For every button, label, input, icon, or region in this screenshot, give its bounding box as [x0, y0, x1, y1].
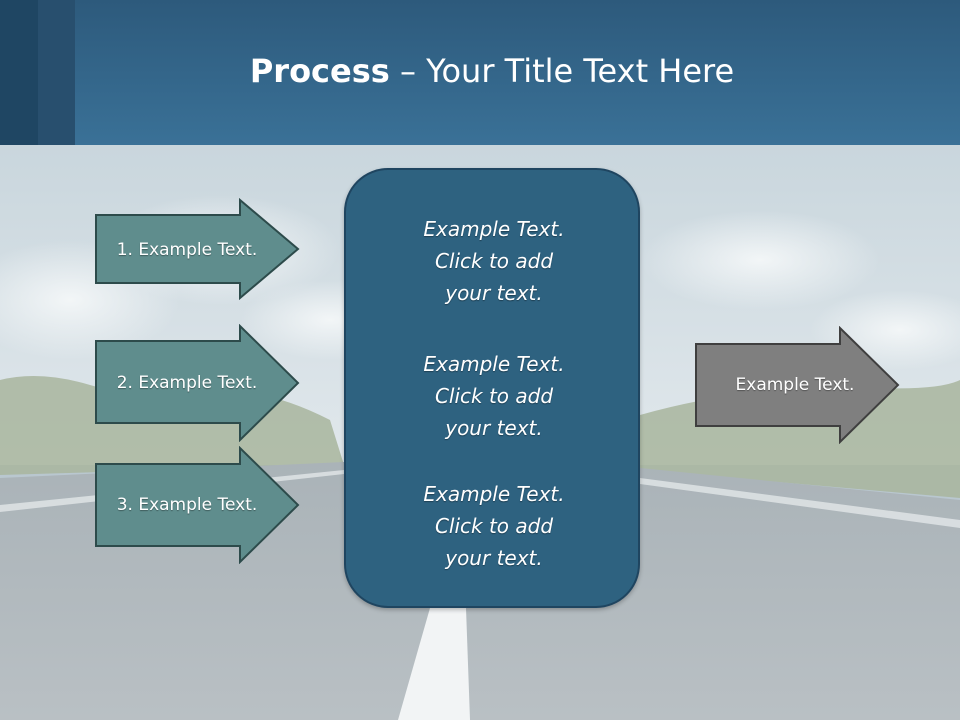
input-step-arrow-3[interactable] — [94, 446, 300, 564]
input-step-arrow-2[interactable] — [94, 324, 300, 442]
header-band — [0, 0, 960, 145]
process-text-line: Example Text. — [423, 352, 565, 376]
process-text-line: Click to add — [434, 384, 554, 408]
process-text-line: your text. — [445, 546, 543, 570]
process-text-line: your text. — [445, 416, 543, 440]
process-text-3: Example Text. Click to add your text. — [346, 478, 642, 574]
header-accent-strip — [38, 0, 75, 145]
output-arrow[interactable] — [694, 326, 900, 444]
process-text-line: your text. — [445, 281, 543, 305]
process-text-2: Example Text. Click to add your text. — [346, 348, 642, 444]
process-text-line: Click to add — [434, 514, 554, 538]
input-step-label-1: 1. Example Text. — [116, 240, 258, 260]
output-label: Example Text. — [735, 375, 855, 395]
process-text-1: Example Text. Click to add your text. — [346, 213, 642, 309]
process-text-line: Example Text. — [423, 482, 565, 506]
title-rest: – Your Title Text Here — [389, 52, 735, 90]
input-step-arrow-1[interactable] — [94, 198, 300, 300]
title-bold: Process — [249, 52, 390, 90]
slide-title[interactable]: Process – Your Title Text Here — [0, 52, 960, 90]
process-box[interactable]: Example Text. Click to add your text. Ex… — [344, 168, 640, 608]
input-step-label-3: 3. Example Text. — [116, 495, 258, 515]
header-accent-strip — [0, 0, 38, 145]
input-step-label-2: 2. Example Text. — [116, 373, 258, 393]
process-text-line: Example Text. — [423, 217, 565, 241]
process-text-line: Click to add — [434, 249, 554, 273]
